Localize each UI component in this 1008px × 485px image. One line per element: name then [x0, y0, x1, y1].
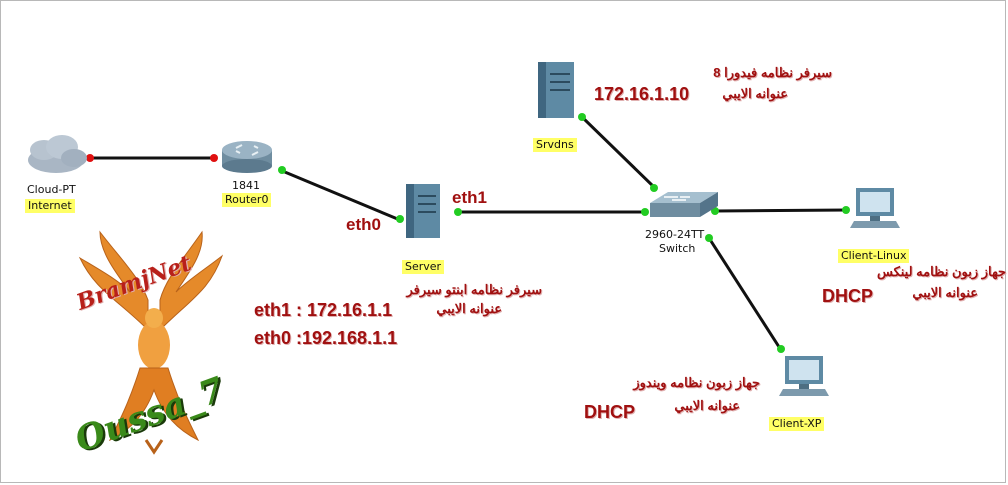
- links: [90, 115, 849, 351]
- srvdns-name-tag[interactable]: Srvdns: [533, 138, 577, 152]
- pc-linux-icon[interactable]: [850, 188, 900, 228]
- router-name-tag[interactable]: Router0: [222, 193, 272, 207]
- server-eth1-ip: eth1 : 172.16.1.1: [254, 300, 393, 320]
- pc-xp-icon[interactable]: [779, 356, 829, 396]
- srvdns-ip: 172.16.1.10: [594, 84, 690, 104]
- srvdns-ip-label-note: عنوانه الايبي: [722, 86, 788, 101]
- eth1-label: eth1: [452, 188, 487, 207]
- linux-desc-note: جهاز زبون نظامه لينكس: [877, 264, 1006, 279]
- server-icon[interactable]: [406, 184, 440, 238]
- linux-ip: DHCP: [822, 286, 874, 306]
- xp-ip-label-note: عنوانه الايبي: [674, 398, 740, 413]
- xp-ip: DHCP: [584, 402, 636, 422]
- link-switch-xp[interactable]: [707, 237, 783, 351]
- router-icon[interactable]: [222, 141, 272, 173]
- eth0-label: eth0: [346, 215, 381, 234]
- cloud-icon[interactable]: [28, 135, 87, 173]
- link-status-dots: [86, 113, 850, 353]
- xp-desc-note: جهاز زبون نظامه ويندوز: [633, 375, 760, 390]
- server-ip-label-note: عنوانه الايبي: [436, 301, 502, 316]
- link-switch-linux[interactable]: [714, 208, 849, 213]
- link-srvdns-switch[interactable]: [580, 115, 657, 190]
- xp-name-tag[interactable]: Client-XP: [769, 417, 825, 431]
- linux-ip-label-note: عنوانه الايبي: [912, 285, 978, 300]
- switch-icon[interactable]: [650, 192, 718, 217]
- bramjnet-logo: [78, 230, 224, 455]
- linux-name-tag[interactable]: Client-Linux: [838, 249, 910, 263]
- server-desc-note: سيرفر نظامه ابنتو سيرفر: [406, 282, 542, 297]
- switch-name-label: Switch: [659, 242, 696, 255]
- router-model-label: 1841: [232, 179, 260, 192]
- cloud-model-label: Cloud-PT: [27, 183, 76, 196]
- srvdns-desc-note: سيرفر نظامه فيدورا 8: [713, 65, 832, 80]
- link-router-server[interactable]: [279, 168, 401, 222]
- srvdns-server-icon[interactable]: [538, 62, 574, 118]
- switch-model-label: 2960-24TT: [645, 228, 705, 241]
- server-eth0-ip: eth0 :192.168.1.1: [254, 328, 398, 348]
- server-name-tag[interactable]: Server: [402, 260, 445, 274]
- cloud-name-tag[interactable]: Internet: [25, 199, 75, 213]
